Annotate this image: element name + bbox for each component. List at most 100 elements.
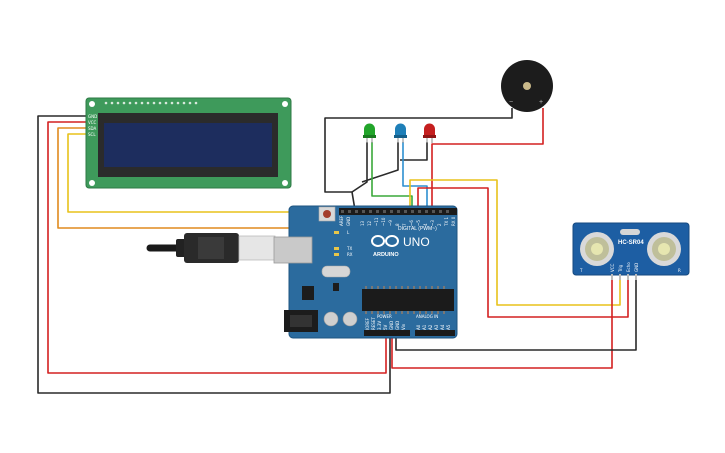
wire-led-blue xyxy=(402,142,428,210)
wire-buzzer-gnd xyxy=(324,108,513,211)
wire-us-trig xyxy=(409,179,621,306)
arduino-logo xyxy=(371,235,399,247)
digital-header-pins xyxy=(341,210,449,213)
buzzer-plus: + xyxy=(539,99,543,106)
buzzer-center xyxy=(523,82,531,90)
pin-label: 8 xyxy=(395,223,400,226)
pin-label: GND xyxy=(389,321,394,330)
pin-label: Vin xyxy=(401,323,406,330)
pin-label: ~11 xyxy=(374,217,379,226)
us-right-transducer-core xyxy=(658,243,670,255)
analog-header xyxy=(415,330,455,336)
pin-label: A5 xyxy=(446,324,451,330)
arduino-uno[interactable]: AREF GND 13 12 ~11 ~10 ~9 8 7 ~6 ~5 4 ~3… xyxy=(273,205,458,339)
pin-label: ~6 xyxy=(409,220,414,226)
analog-label: ANALOG IN xyxy=(416,314,438,319)
crystal xyxy=(321,265,351,278)
usb-plug-metal xyxy=(238,235,276,261)
pin-label: 5V xyxy=(383,324,388,330)
atmega-socket-pins xyxy=(365,286,445,314)
l-led xyxy=(334,231,339,234)
buzzer-minus: − xyxy=(509,99,513,106)
rx-led xyxy=(334,253,339,256)
led-green[interactable] xyxy=(363,123,376,144)
mount-hole xyxy=(89,180,95,186)
us-model-label: HC-SR04 xyxy=(618,240,644,246)
pin-label: Echo xyxy=(626,262,631,272)
power-header xyxy=(364,330,410,336)
wire-us-vcc xyxy=(391,276,613,369)
pin-label: GND xyxy=(634,263,639,272)
pin-label: 7 xyxy=(402,223,407,226)
digital-pin-labels: AREF GND 13 12 ~11 ~10 ~9 8 7 ~6 ~5 4 ~3… xyxy=(339,215,456,227)
pin-label: GND xyxy=(395,321,400,330)
mount-hole xyxy=(282,101,288,107)
pin-label: GND xyxy=(346,217,351,226)
led-blue[interactable] xyxy=(394,123,407,144)
lcd-pin-sda: SDA xyxy=(88,126,97,131)
pin-label: 12 xyxy=(367,220,372,226)
pin-label: VCC xyxy=(610,263,615,272)
us-pin-labels: VCC Trig Echo GND xyxy=(610,262,639,273)
pin-label: AREF xyxy=(339,215,344,226)
pin-label: A4 xyxy=(440,324,445,330)
wires xyxy=(37,108,637,394)
small-chip xyxy=(333,283,339,291)
piezo-buzzer[interactable]: − + xyxy=(501,60,553,112)
pin-label: RX 0 xyxy=(451,216,456,226)
tx-label: TX xyxy=(346,246,352,251)
usb-strain-relief xyxy=(176,239,186,257)
analog-pin-labels: A0 A1 A2 A3 A4 A5 xyxy=(416,324,451,330)
wire-us-gnd xyxy=(395,276,637,351)
pin-label: TX 1 xyxy=(444,217,449,227)
atmega-chip xyxy=(362,289,454,311)
wire-lcd-scl xyxy=(67,133,328,213)
power-jack-inner xyxy=(290,315,312,327)
pin-label: 13 xyxy=(360,220,365,226)
lcd-module[interactable]: GND VCC SDA SCL xyxy=(85,97,292,189)
wire-led-green xyxy=(371,142,413,210)
mount-hole xyxy=(89,101,95,107)
us-t-mark: T xyxy=(579,268,583,273)
pin-label: A2 xyxy=(428,324,433,330)
reset-button-cap xyxy=(323,210,331,218)
us-r-mark: R xyxy=(678,268,681,273)
wire-us-echo xyxy=(417,187,629,318)
pin-label: ~3 xyxy=(430,220,435,226)
wire-lcd-gnd xyxy=(37,115,391,394)
digital-label: DIGITAL (PWM~) xyxy=(398,226,437,232)
usb-jack xyxy=(273,236,313,264)
pin-label: 2 xyxy=(437,223,442,226)
us-crystal xyxy=(620,229,640,235)
usb-cable[interactable] xyxy=(146,233,276,263)
tx-led xyxy=(334,247,339,250)
capacitor xyxy=(342,311,358,327)
pin-label: ~10 xyxy=(381,217,386,226)
wire-buzzer-pos xyxy=(431,108,544,210)
pin-label: IOREF xyxy=(365,317,370,330)
lcd-pin-gnd: GND xyxy=(88,114,97,119)
power-pin-labels: IOREF RESET 3.3V 5V GND GND Vin xyxy=(365,317,406,330)
led-red[interactable] xyxy=(423,123,436,144)
capacitor xyxy=(323,311,339,327)
wire-lcd-vcc xyxy=(47,121,387,374)
ultrasonic-sensor[interactable]: HC-SR04 T R VCC Trig Echo GND xyxy=(572,222,690,280)
wire-led-cathodes xyxy=(351,142,428,193)
pin-label: 4 xyxy=(423,223,428,226)
l-label: L xyxy=(347,230,350,235)
mount-hole xyxy=(282,180,288,186)
pin-label: A3 xyxy=(434,324,439,330)
wire-lcd-sda xyxy=(57,127,330,229)
lcd-pin-vcc: VCC xyxy=(88,120,97,125)
power-label: POWER xyxy=(377,314,392,319)
pin-label: Trig xyxy=(618,264,623,273)
pin-label: 3.3V xyxy=(377,321,382,330)
pin-label: RESET xyxy=(371,317,376,330)
pin-label: A0 xyxy=(416,324,421,330)
rx-label: RX xyxy=(347,252,353,257)
us-pins xyxy=(611,274,637,280)
lcd-header-pins xyxy=(104,101,198,105)
pin-label: A1 xyxy=(422,324,427,330)
pin-label: ~5 xyxy=(416,220,421,226)
